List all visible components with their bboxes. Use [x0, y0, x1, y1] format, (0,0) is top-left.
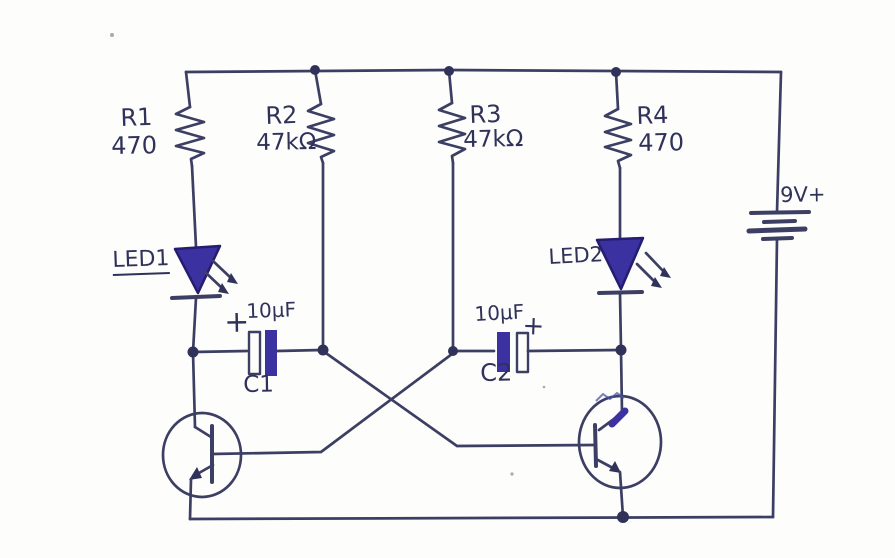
- battery-plate-short-2: [761, 236, 794, 241]
- junction-dot: [317, 344, 329, 356]
- led1-ref-label: LED1: [112, 246, 170, 276]
- r2-value-label: 47kΩ: [255, 128, 317, 156]
- junction-dot: [617, 511, 629, 523]
- junction-dot: [448, 346, 458, 356]
- r3-zigzag: [437, 101, 467, 165]
- r1-bottom-wire: [190, 164, 198, 249]
- c1-right-wire: [275, 348, 324, 353]
- q2-emitter-down-wire: [618, 470, 625, 519]
- junction-dot: [615, 344, 627, 356]
- right-rail-top-wire: [775, 70, 783, 214]
- r3-ref-label: R3: [468, 99, 502, 129]
- r4-ref-label: R4: [635, 100, 669, 130]
- r2-ref-label: R2: [264, 100, 298, 130]
- paper-speck: [542, 385, 546, 389]
- led2-light-arrowhead-1: [660, 267, 671, 278]
- c2-value-label: 10µF: [473, 299, 525, 326]
- q1-emitter-wire: [197, 463, 215, 475]
- q1-collector-angle: [193, 425, 213, 439]
- led1-triangle: [173, 244, 222, 295]
- q2-pen-scribble: [595, 391, 625, 402]
- c2-plate-negative: [497, 332, 510, 372]
- q2-base-wire: [321, 349, 595, 448]
- r4-value-label: 470: [637, 128, 685, 157]
- transistor-q2-symbol: [577, 348, 663, 519]
- c1-plate-positive: [265, 330, 277, 376]
- led2-triangle: [595, 236, 645, 291]
- q2-emitter-wire: [594, 457, 613, 469]
- bottom-rail-wire: [188, 515, 775, 521]
- q1-collector-wire: [191, 350, 197, 429]
- r2-top-wire: [313, 68, 323, 106]
- c2-ref-label: C2: [479, 358, 513, 387]
- led2-ref-label: LED2: [547, 242, 604, 269]
- resistor-r2-symbol: [306, 68, 336, 352]
- right-rail-bottom-wire: [771, 237, 779, 519]
- q1-emitter-arrowhead: [189, 467, 202, 480]
- r1-value-label: 470: [110, 131, 158, 160]
- c2-right-wire: [526, 348, 622, 353]
- q2-collector-ink-mark: [608, 407, 629, 428]
- junction-dot: [444, 66, 454, 76]
- capacitor-c2-symbol: [451, 331, 622, 374]
- led2-symbol: [595, 236, 671, 352]
- c2-plate-positive: [515, 331, 530, 374]
- resistor-r4-symbol: [603, 70, 633, 240]
- r4-top-wire: [614, 70, 620, 111]
- battery-symbol: [746, 210, 811, 241]
- battery-voltage-label: 9V+: [779, 182, 826, 207]
- paper-specks: [110, 33, 546, 476]
- q2-collector-wire: [619, 348, 624, 415]
- battery-plate-long-1: [749, 210, 811, 215]
- r1-zigzag: [174, 105, 206, 168]
- junction-dot: [310, 65, 320, 75]
- battery-plate-long-2: [746, 226, 808, 234]
- cross-coupling-wires: [210, 349, 595, 456]
- transistor-q1-symbol: [161, 350, 243, 521]
- led2-light-arrow-2: [635, 262, 658, 285]
- r1-ref-label: R1: [119, 102, 153, 132]
- top-rail-wire: [184, 68, 783, 74]
- c1-polarity-mark: +: [223, 304, 250, 340]
- r4-zigzag: [603, 107, 633, 170]
- q1-emitter-down-wire: [188, 477, 193, 521]
- c1-ref-label: C1: [242, 371, 275, 398]
- junction-dot: [611, 67, 621, 77]
- capacitor-c1-symbol: [191, 330, 324, 376]
- led1-light-arrow-2: [202, 269, 225, 291]
- paper-speck: [510, 472, 514, 476]
- r3-top-wire: [447, 69, 454, 105]
- c1-plate-negative: [247, 330, 262, 376]
- led2-cathode-wire: [618, 291, 623, 352]
- q1-body-circle: [161, 411, 243, 499]
- q2-emitter-arrowhead: [609, 461, 621, 473]
- r3-value-label: 47kΩ: [462, 125, 524, 153]
- r2-zigzag: [306, 102, 336, 165]
- led1-light-arrow-1: [211, 259, 234, 281]
- junction-dots: [187, 65, 629, 523]
- led1-light-arrowhead-2: [218, 283, 229, 294]
- junction-dot: [187, 346, 199, 358]
- resistor-r3-symbol: [437, 69, 467, 352]
- r1-top-wire: [184, 70, 192, 109]
- resistor-r1-symbol: [174, 70, 206, 249]
- c2-polarity-mark: +: [522, 311, 545, 342]
- c1-left-wire: [191, 349, 249, 354]
- led1-light-arrowhead-1: [227, 273, 238, 284]
- led2-light-arrow-1: [644, 251, 667, 275]
- q1-base-wire: [210, 352, 454, 456]
- led1-cathode-wire: [191, 296, 198, 354]
- paper-speck: [110, 33, 114, 37]
- c1-value-label: 10µF: [245, 297, 297, 323]
- led2-light-arrowhead-2: [651, 277, 662, 288]
- led1-symbol: [170, 244, 238, 354]
- battery-plate-short-1: [762, 219, 797, 224]
